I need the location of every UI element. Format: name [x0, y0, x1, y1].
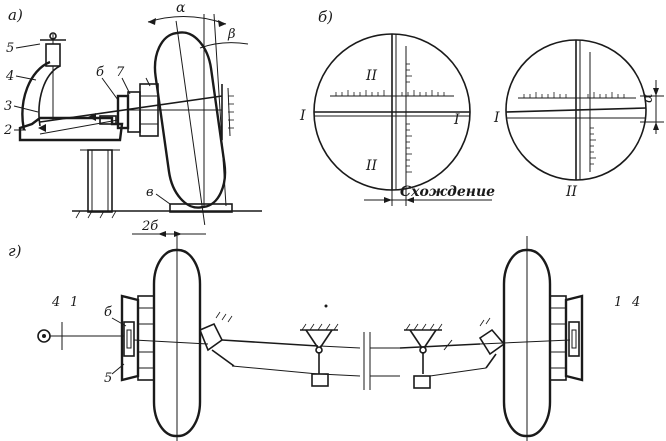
right-pivot-block [413, 375, 431, 389]
part-number-1: 2 [3, 123, 12, 138]
projector-head [18, 116, 124, 142]
part-number-3: 4 [5, 69, 14, 84]
part-number-4: 5 [6, 41, 14, 56]
panel-g-label: г) [8, 242, 22, 260]
front-axle-right [399, 343, 481, 349]
right-hub [549, 295, 567, 381]
wheel-side-view [153, 20, 227, 226]
right-circle-alpha-label: α [640, 93, 656, 103]
panel-b: б) [299, 8, 664, 206]
tie-rod-left [231, 365, 319, 375]
right-mirror-bracket [564, 294, 584, 382]
turntable-plate [169, 203, 233, 213]
panel-a: а) 5 4 3 2 [3, 0, 262, 237]
screen-circle-right: I II α [493, 39, 664, 200]
right-part-number-4: 4 [631, 295, 640, 310]
left-knuckle [198, 322, 224, 352]
dimension-2b-label: 2б [141, 219, 158, 234]
toe-in-caption: Схождение [400, 184, 495, 200]
left-part-number-4: 4 [51, 295, 60, 310]
light-beam [39, 95, 223, 123]
part-number-5: б [96, 65, 104, 80]
angle-alpha-label: α [176, 0, 186, 16]
right-circle-axis-I: I [493, 110, 500, 126]
panel-b-label: б) [318, 8, 333, 26]
left-mirror-bracket [120, 294, 140, 382]
left-circle-axis-I-right: I [453, 112, 460, 128]
point-v-label: в [146, 185, 154, 200]
left-pivot-block [311, 373, 329, 387]
left-hub [137, 295, 155, 381]
part-number-2: 3 [4, 99, 12, 114]
left-part-number-1: 1 [70, 295, 78, 310]
tie-rod-right [429, 367, 487, 377]
panel-a-label: а) [8, 6, 23, 24]
left-part-number-6: б [104, 305, 112, 320]
front-axle-left [221, 339, 319, 347]
left-circle-axis-I-left: I [299, 108, 306, 124]
left-mirror [123, 321, 135, 357]
panel-g: г) 4 1 б 5 [8, 236, 640, 441]
left-part-number-5: 5 [104, 371, 112, 386]
angle-beta-label: β [227, 27, 236, 42]
right-mirror [568, 321, 580, 357]
left-circle-axis-II-top: II [365, 68, 378, 84]
screen-circle-left: I I II II Схождение [299, 33, 495, 206]
right-knuckle [478, 328, 506, 356]
projector-arm [21, 60, 51, 131]
right-part-number-1: 1 [614, 295, 622, 310]
right-circle-axis-II: II [565, 184, 578, 200]
mirror-bracket [127, 91, 141, 133]
part-number-6: 7 [116, 65, 125, 80]
left-circle-axis-II-bottom: II [365, 158, 378, 174]
